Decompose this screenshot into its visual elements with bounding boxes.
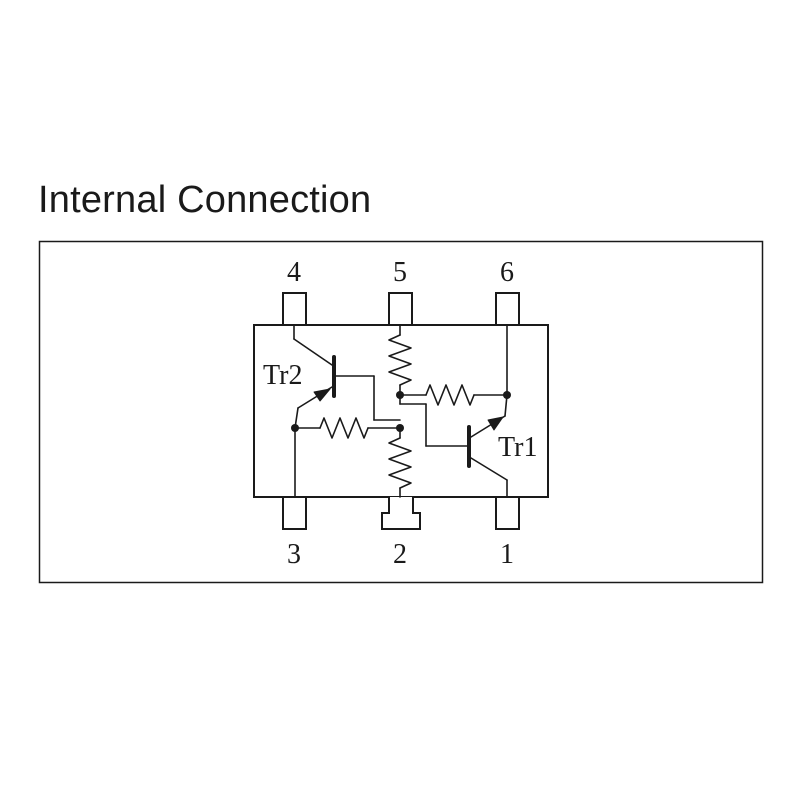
resistor-horizontal-left: [319, 417, 369, 439]
pin-label-1: 1: [500, 539, 514, 570]
pin-tab-2: [381, 497, 421, 530]
resistor-horizontal-right: [425, 384, 475, 406]
pin-label-5: 5: [393, 257, 407, 288]
junction-node: [503, 391, 511, 399]
junction-node: [396, 391, 404, 399]
tr2-transistor: [293, 324, 401, 429]
pin-tab-6: [495, 292, 520, 326]
pin-label-4: 4: [287, 257, 301, 288]
tr1-emitter-arrow: [487, 416, 504, 431]
junction-node: [291, 424, 299, 432]
resistor-vertical-top: [388, 334, 412, 386]
pin-tab-3: [282, 496, 307, 530]
tr2-label: Tr2: [263, 360, 302, 391]
pin-tab-4: [282, 292, 307, 326]
pin-tab-1: [495, 496, 520, 530]
tr2-emitter-arrow: [313, 388, 331, 402]
outer-frame: [38, 240, 764, 584]
pin-label-6: 6: [500, 257, 514, 288]
junction-node: [396, 424, 404, 432]
tr1-label: Tr1: [498, 432, 537, 463]
pin-label-2: 2: [393, 539, 407, 570]
pin-label-3: 3: [287, 539, 301, 570]
diagram-title: Internal Connection: [38, 179, 372, 221]
pin-tab-5: [388, 292, 413, 326]
resistor-vertical-bottom: [388, 437, 412, 489]
